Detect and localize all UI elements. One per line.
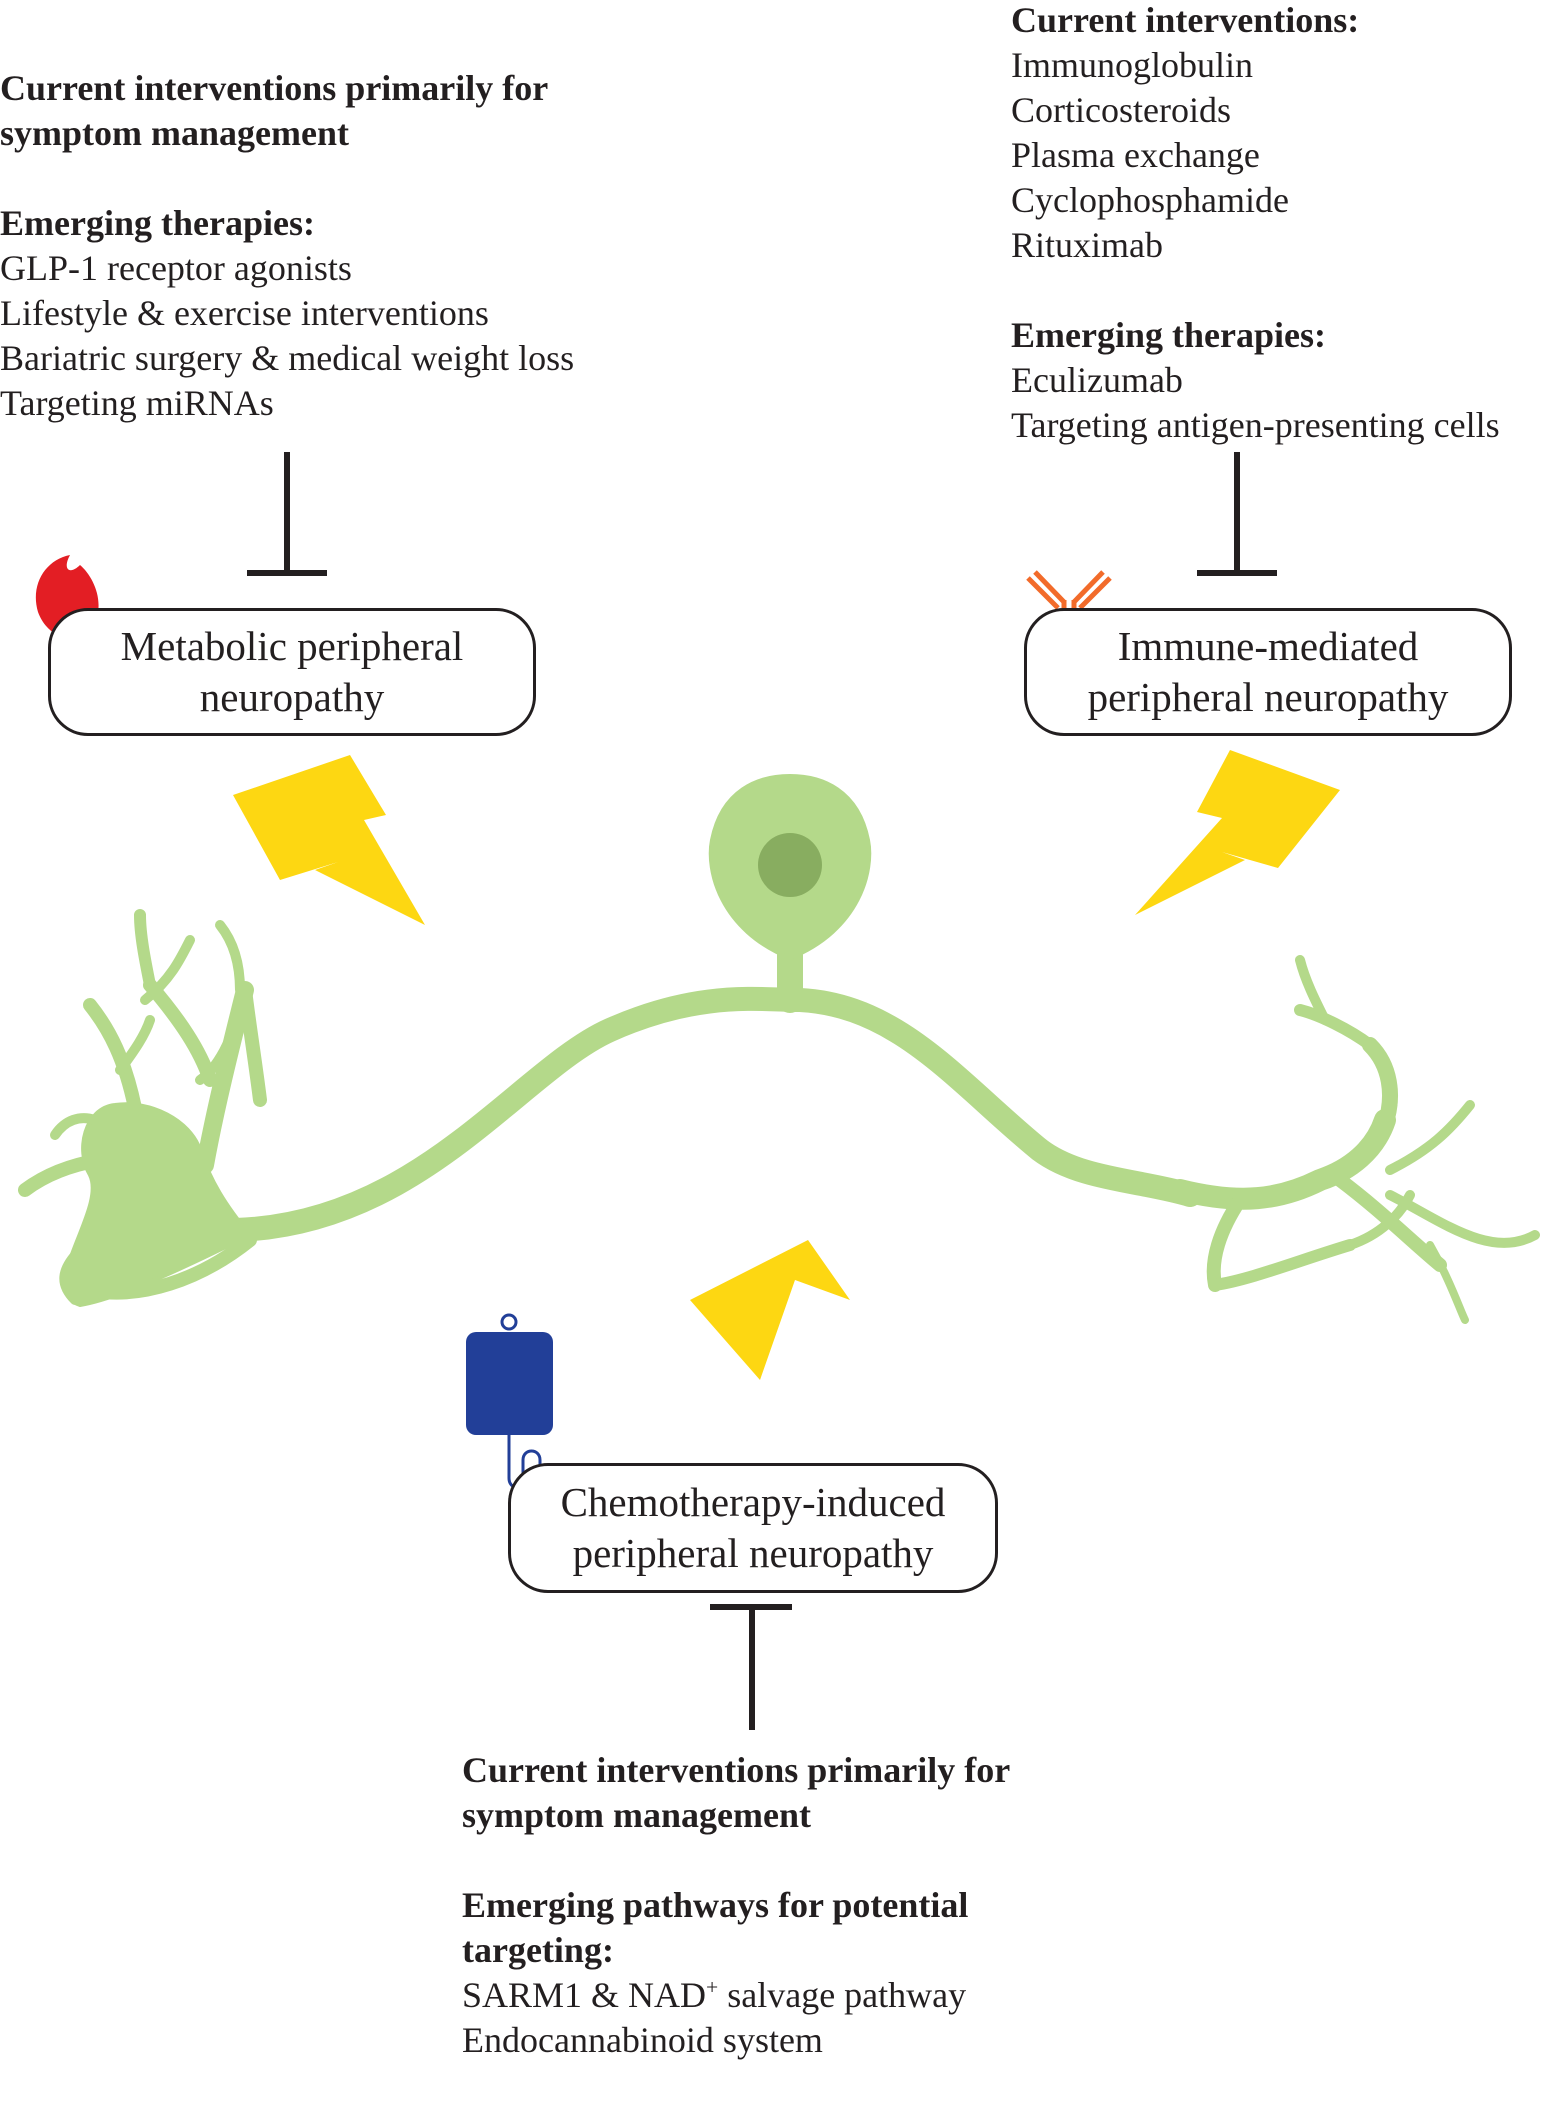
immune-label-line2: peripheral neuropathy bbox=[1087, 674, 1449, 720]
chemo-neuropathy-box: Chemotherapy-induced peripheral neuropat… bbox=[508, 1463, 998, 1593]
chemo-emerging-heading-line2: targeting: bbox=[462, 1930, 614, 1970]
immune-current-item: Plasma exchange bbox=[1011, 135, 1260, 175]
immune-current-item: Cyclophosphamide bbox=[1011, 180, 1289, 220]
immune-neuropathy-box: Immune-mediated peripheral neuropathy bbox=[1024, 608, 1512, 736]
nucleus bbox=[758, 833, 822, 897]
chemo-label-line2: peripheral neuropathy bbox=[572, 1530, 934, 1576]
metabolic-interventions-text: Current interventions primarily for symp… bbox=[0, 66, 574, 426]
metabolic-neuropathy-box: Metabolic peripheral neuropathy bbox=[48, 608, 536, 736]
metabolic-label-line1: Metabolic peripheral bbox=[120, 623, 464, 669]
chemo-current-line1: Current interventions primarily for bbox=[462, 1750, 1011, 1790]
iv-bag-icon bbox=[466, 1313, 553, 1490]
metabolic-emerging-item: Lifestyle & exercise interventions bbox=[0, 293, 489, 333]
metabolic-current-line1: Current interventions primarily for bbox=[0, 68, 549, 108]
lightning-icon bbox=[233, 750, 1340, 1380]
chemo-label-line1: Chemotherapy-induced bbox=[560, 1479, 946, 1525]
immune-current-item: Corticosteroids bbox=[1011, 90, 1231, 130]
chemo-pathway-endocannabinoid: Endocannabinoid system bbox=[462, 2020, 823, 2060]
immune-emerging-item: Targeting antigen-presenting cells bbox=[1011, 405, 1500, 445]
immune-emerging-item: Eculizumab bbox=[1011, 360, 1183, 400]
immune-label-line1: Immune-mediated bbox=[1117, 623, 1419, 669]
immune-current-heading: Current interventions: bbox=[1011, 0, 1360, 40]
metabolic-emerging-heading: Emerging therapies: bbox=[0, 203, 315, 243]
metabolic-emerging-item: Bariatric surgery & medical weight loss bbox=[0, 338, 575, 378]
metabolic-label-line2: neuropathy bbox=[199, 674, 385, 720]
metabolic-emerging-item: Targeting miRNAs bbox=[0, 383, 274, 423]
immune-current-item: Immunoglobulin bbox=[1011, 45, 1253, 85]
chemo-current-line2: symptom management bbox=[462, 1795, 811, 1835]
metabolic-emerging-item: GLP-1 receptor agonists bbox=[0, 248, 352, 288]
metabolic-current-line2: symptom management bbox=[0, 113, 349, 153]
chemo-emerging-heading-line1: Emerging pathways for potential bbox=[462, 1885, 969, 1925]
immune-current-item: Rituximab bbox=[1011, 225, 1163, 265]
inhibition-icon bbox=[247, 452, 1277, 1730]
immune-emerging-heading: Emerging therapies: bbox=[1011, 315, 1326, 355]
chemo-interventions-text: Current interventions primarily for symp… bbox=[462, 1748, 1010, 2063]
chemo-pathway-sarm1: SARM1 & NAD+ salvage pathway bbox=[462, 1975, 967, 2015]
immune-interventions-text: Current interventions: Immunoglobulin Co… bbox=[1011, 0, 1500, 448]
